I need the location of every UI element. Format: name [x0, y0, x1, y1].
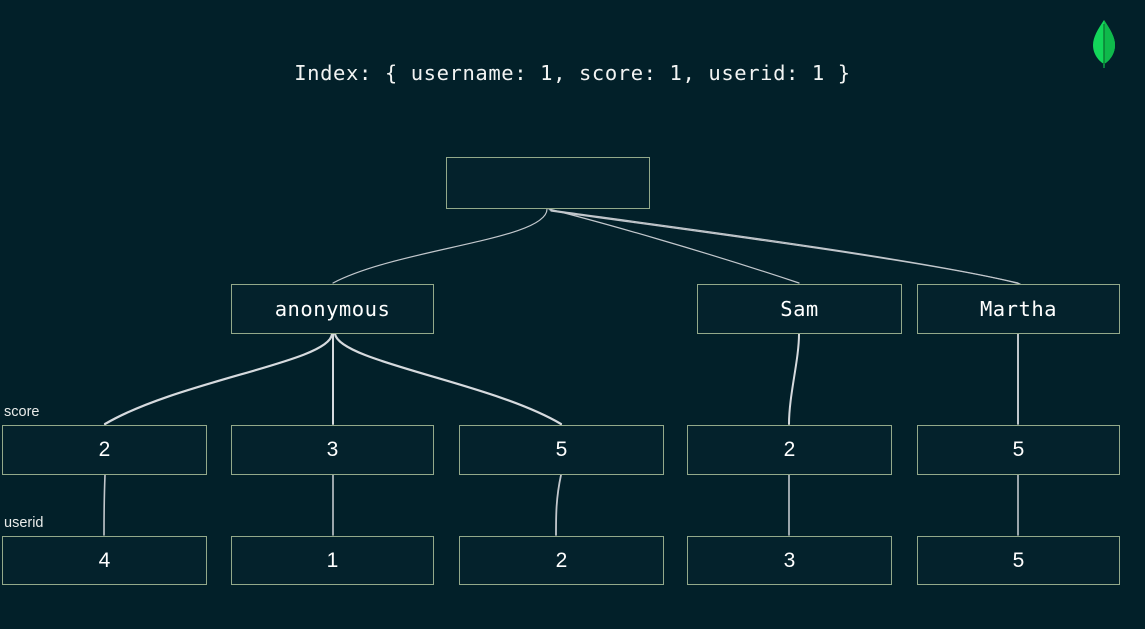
mongodb-leaf-icon [1090, 18, 1118, 68]
tree-node-score-4[interactable]: 2 [687, 425, 892, 475]
tree-node-username-anonymous[interactable]: anonymous [231, 284, 434, 334]
tree-node-username-martha[interactable]: Martha [917, 284, 1120, 334]
tree-node-userid-3[interactable]: 2 [459, 536, 664, 585]
tree-node-score-1[interactable]: 2 [2, 425, 207, 475]
tree-node-score-5[interactable]: 5 [917, 425, 1120, 475]
tree-node-userid-4[interactable]: 3 [687, 536, 892, 585]
tree-node-userid-2[interactable]: 1 [231, 536, 434, 585]
page-title: Index: { username: 1, score: 1, userid: … [294, 61, 851, 85]
tree-node-userid-5[interactable]: 5 [917, 536, 1120, 585]
tree-node-score-2[interactable]: 3 [231, 425, 434, 475]
tree-node-username-sam[interactable]: Sam [697, 284, 902, 334]
tree-node-userid-1[interactable]: 4 [2, 536, 207, 585]
tree-node-score-3[interactable]: 5 [459, 425, 664, 475]
row-label-score: score [4, 404, 40, 420]
tree-node-root[interactable] [446, 157, 650, 209]
row-label-userid: userid [4, 515, 44, 531]
